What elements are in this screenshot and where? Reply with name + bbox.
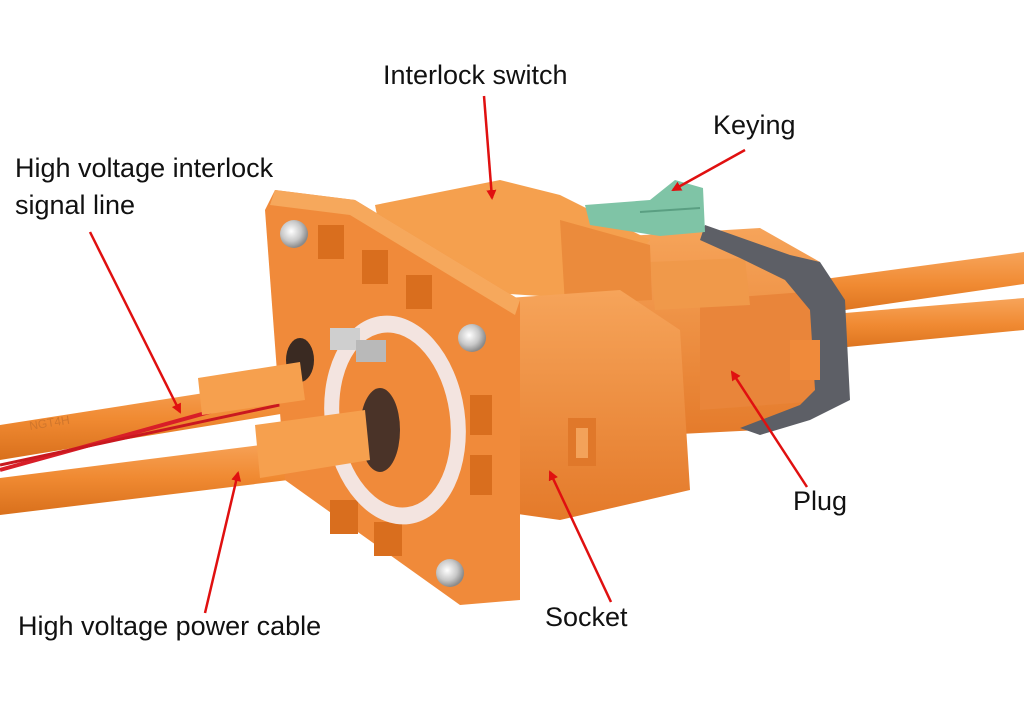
label-keying: Keying xyxy=(713,110,796,140)
label-hv-interlock-line-1: High voltage interlock xyxy=(15,153,274,183)
label-socket: Socket xyxy=(545,602,628,632)
arrow-socket xyxy=(548,470,613,603)
label-interlock-switch: Interlock switch xyxy=(383,60,568,90)
label-plug: Plug xyxy=(793,486,848,516)
label-hv-interlock-line-2: signal line xyxy=(15,190,136,220)
svg-text:NGT4H: NGT4H xyxy=(28,413,70,433)
keying-tab xyxy=(585,180,705,236)
arrow-power-cable xyxy=(203,471,242,614)
arrow-interlock-switch xyxy=(482,95,497,200)
arrow-plug xyxy=(730,370,809,488)
socket-body xyxy=(480,290,690,520)
annotation-arrows xyxy=(88,95,809,614)
retaining-clip xyxy=(700,225,850,435)
mounting-flange xyxy=(198,190,520,605)
arrow-hv-interlock xyxy=(88,231,182,414)
arrow-keying xyxy=(671,148,746,192)
label-hv-interlock-signal-line: High voltage interlock signal line xyxy=(15,150,273,224)
label-hv-power-cable: High voltage power cable xyxy=(18,611,322,641)
